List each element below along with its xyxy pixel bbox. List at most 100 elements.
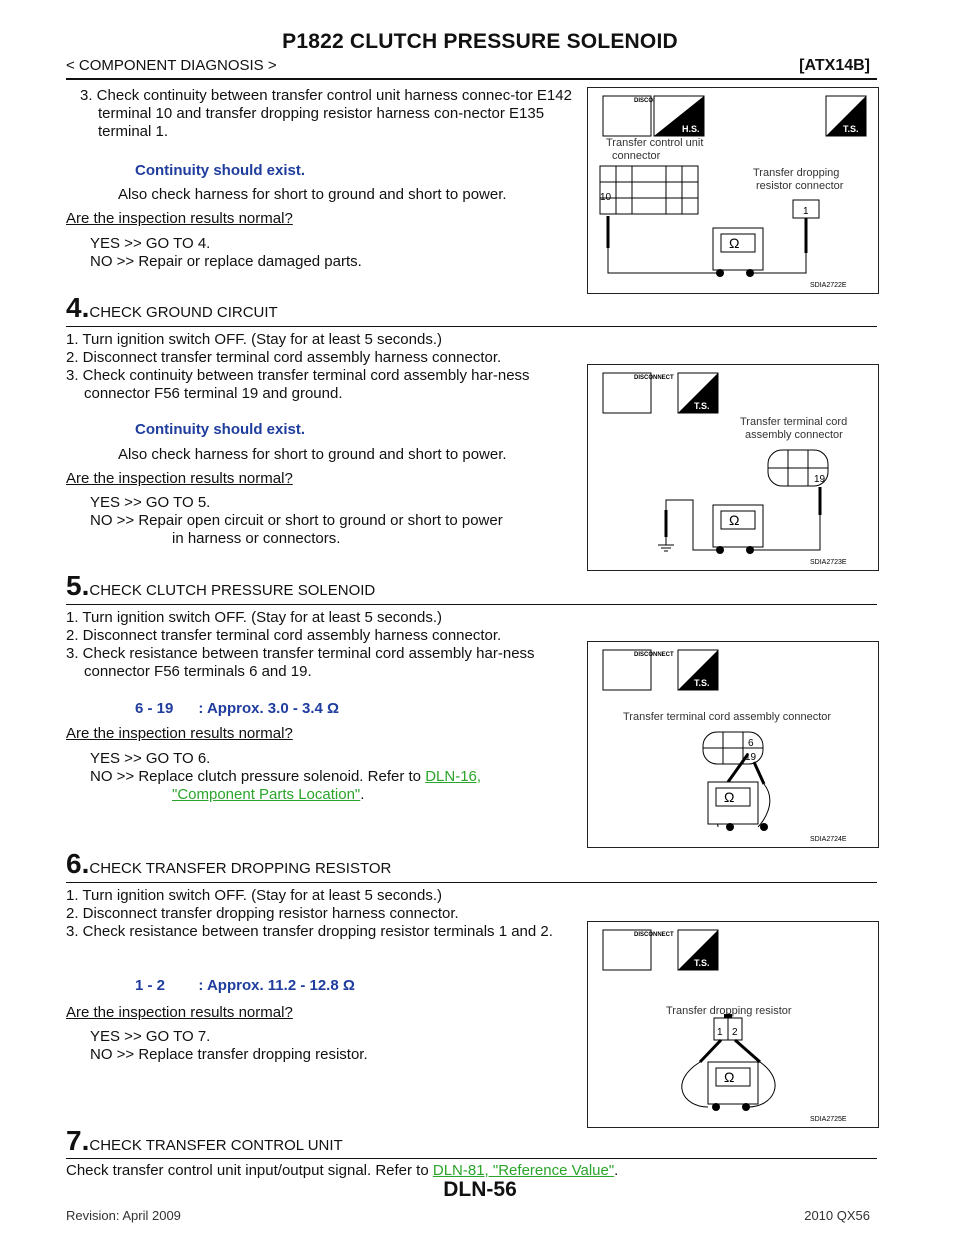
pin-19: 19	[814, 474, 826, 485]
harness-continuity-diagram: DISCONNECT H.S. T.S. Transfer control un…	[599, 95, 867, 289]
step4-title: CHECK GROUND CIRCUIT	[89, 304, 278, 321]
step4-yes: YES >> GO TO 5.	[90, 494, 211, 511]
fig-label-b: Transfer dropping	[753, 167, 839, 179]
pin-19: 19	[745, 752, 757, 763]
step4-item1: 1. Turn ignition switch OFF. (Stay for a…	[66, 331, 442, 348]
fig-label: Transfer terminal cord assembly connecto…	[623, 711, 831, 723]
link-dln-81[interactable]: DLN-81, "Reference Value"	[432, 1162, 615, 1179]
step4-number: 4.	[66, 292, 90, 323]
figure-sdia2724e: DISCONNECT T.S. Transfer terminal cord a…	[587, 641, 879, 848]
step5-title: CHECK CLUTCH PRESSURE SOLENOID	[89, 582, 376, 599]
link-dln-16[interactable]: DLN-16,	[425, 768, 482, 785]
figure-sdia2725e: DISCONNECT T.S. Transfer dropping resist…	[587, 921, 879, 1128]
pin-6: 6	[748, 738, 754, 749]
page-title: P1822 CLUTCH PRESSURE SOLENOID	[282, 30, 678, 53]
step3-no: NO >> Repair or replace damaged parts.	[90, 253, 362, 270]
step3-question: Are the inspection results normal?	[66, 210, 293, 227]
model-code: [ATX14B]	[799, 57, 870, 74]
svg-text:Ω: Ω	[729, 235, 739, 251]
figure-code: SDIA2725E	[810, 1116, 847, 1123]
step5-item1: 1. Turn ignition switch OFF. (Stay for a…	[66, 609, 442, 626]
model-year: 2010 QX56	[804, 1208, 870, 1223]
step7-text: Check transfer control unit input/output…	[66, 1162, 619, 1179]
step3-also: Also check harness for short to ground a…	[118, 186, 507, 203]
revision-date: Revision: April 2009	[66, 1208, 181, 1223]
fig-label2: assembly connector	[745, 429, 843, 441]
header-rule	[66, 78, 877, 80]
step4-rule	[66, 326, 877, 327]
step7-heading: 7.CHECK TRANSFER CONTROL UNIT	[66, 1125, 343, 1157]
step4-item3: 3. Check continuity between transfer ter…	[66, 367, 530, 402]
ts-label: T.S.	[694, 958, 710, 968]
connector-a	[599, 165, 699, 215]
step5-heading: 5.CHECK CLUTCH PRESSURE SOLENOID	[66, 570, 375, 602]
pin-2: 2	[732, 1027, 738, 1038]
step6-title: CHECK TRANSFER DROPPING RESISTOR	[89, 860, 392, 877]
step4-no-cont: in harness or connectors.	[172, 530, 341, 547]
hs-label: H.S.	[682, 124, 700, 134]
step6-item3: 3. Check resistance between transfer dro…	[66, 923, 553, 940]
ts-label: T.S.	[694, 678, 710, 688]
step7-title: CHECK TRANSFER CONTROL UNIT	[89, 1137, 343, 1154]
section-label: < COMPONENT DIAGNOSIS >	[66, 57, 277, 74]
figure-sdia2723e: DISCONNECT T.S. Transfer terminal cord a…	[587, 364, 879, 571]
disconnect-icon	[602, 929, 652, 971]
figure-code: SDIA2724E	[810, 836, 847, 843]
step7-rule	[66, 1158, 877, 1159]
step6-item2: 2. Disconnect transfer dropping resistor…	[66, 905, 459, 922]
step5-spec: 6 - 19 : Approx. 3.0 - 3.4 Ω	[135, 700, 340, 717]
step5-no-cont: "Component Parts Location".	[172, 786, 365, 803]
ground-circuit-diagram: DISCONNECT T.S. Transfer terminal cord a…	[602, 372, 847, 566]
step3-item: 3. Check continuity between transfer con…	[80, 87, 572, 140]
dropping-resistor-diagram: DISCONNECT T.S. Transfer dropping resist…	[602, 929, 847, 1123]
step5-item3: 3. Check resistance between transfer ter…	[66, 645, 535, 680]
step5-item2: 2. Disconnect transfer terminal cord ass…	[66, 627, 502, 644]
step5-no: NO >> Replace clutch pressure solenoid. …	[90, 768, 481, 786]
step4-heading: 4.CHECK GROUND CIRCUIT	[66, 292, 278, 324]
step4-question: Are the inspection results normal?	[66, 470, 293, 487]
fig-label: Transfer terminal cord	[740, 416, 847, 428]
step6-heading: 6.CHECK TRANSFER DROPPING RESISTOR	[66, 848, 391, 880]
svg-text:Ω: Ω	[724, 1069, 734, 1085]
figure-code: SDIA2723E	[810, 559, 847, 566]
step5-number: 5.	[66, 570, 90, 601]
step4-spec: Continuity should exist.	[135, 421, 306, 438]
step5-no-text: NO >> Replace clutch pressure solenoid. …	[90, 768, 422, 785]
step6-item1: 1. Turn ignition switch OFF. (Stay for a…	[66, 887, 442, 904]
pin-1: 1	[803, 206, 809, 217]
fig-label-a2: connector	[612, 150, 661, 162]
step7-body: Check transfer control unit input/output…	[66, 1162, 429, 1179]
ts-label: T.S.	[843, 124, 859, 134]
svg-text:Ω: Ω	[724, 789, 734, 805]
pin-10: 10	[600, 192, 612, 203]
pin-1: 1	[717, 1027, 723, 1038]
step6-rule	[66, 882, 877, 883]
disconnect-icon	[602, 95, 652, 137]
step6-spec: 1 - 2 : Approx. 11.2 - 12.8 Ω	[135, 977, 355, 994]
step4-no: NO >> Repair open circuit or short to gr…	[90, 512, 503, 529]
step6-yes: YES >> GO TO 7.	[90, 1028, 211, 1045]
step6-no: NO >> Replace transfer dropping resistor…	[90, 1046, 368, 1063]
step5-rule	[66, 604, 877, 605]
step4-also: Also check harness for short to ground a…	[118, 446, 507, 463]
page-number: DLN-56	[443, 1178, 517, 1201]
figure-code: SDIA2722E	[810, 282, 847, 289]
ts-label: T.S.	[694, 401, 710, 411]
fig-label-a: Transfer control unit	[606, 137, 703, 149]
figure-sdia2722e: DISCONNECT H.S. T.S. Transfer control un…	[587, 87, 879, 294]
svg-text:Ω: Ω	[729, 512, 739, 528]
step3-yes: YES >> GO TO 4.	[90, 235, 211, 252]
link-component-parts-location[interactable]: "Component Parts Location"	[172, 786, 361, 803]
step7-number: 7.	[66, 1125, 90, 1156]
disconnect-label: DISCONNECT	[634, 932, 674, 938]
solenoid-resistance-diagram: DISCONNECT T.S. Transfer terminal cord a…	[602, 649, 847, 843]
step5-yes: YES >> GO TO 6.	[90, 750, 211, 767]
disconnect-label: DISCONNECT	[634, 652, 674, 658]
disconnect-icon	[602, 649, 652, 691]
step6-number: 6.	[66, 848, 90, 879]
step4-item2: 2. Disconnect transfer terminal cord ass…	[66, 349, 502, 366]
disconnect-label: DISCONNECT	[634, 375, 674, 381]
step3-spec: Continuity should exist.	[135, 162, 306, 179]
disconnect-icon	[602, 372, 652, 414]
step5-question: Are the inspection results normal?	[66, 725, 293, 742]
